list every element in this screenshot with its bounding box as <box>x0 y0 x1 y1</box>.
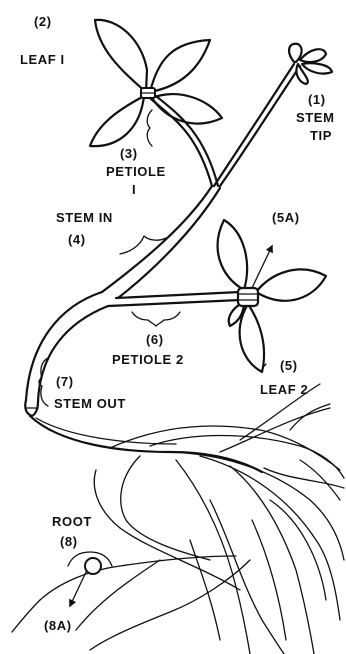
stem-out-label: STEM OUT <box>54 396 126 411</box>
petiole-2 <box>116 292 240 298</box>
stem-in <box>102 186 212 292</box>
petiole-2-brace <box>132 312 180 326</box>
stem-tip-label-line1: STEM <box>296 110 335 125</box>
arrow-8a-label: (8A) <box>44 618 72 633</box>
leaf-1-label: LEAF I <box>20 52 65 67</box>
arrow-5a-label: (5A) <box>272 210 300 225</box>
leaf-1-cluster <box>90 20 222 146</box>
stem-tip-bud <box>289 44 332 84</box>
stem-in-label: STEM IN <box>56 210 113 225</box>
stem-tip-label-line2: TIP <box>310 128 332 143</box>
leaf-2-number: (5) <box>280 358 298 373</box>
leaf-2-blade-top <box>218 220 247 290</box>
leaf-2-cluster <box>218 220 326 372</box>
leaf-1-number: (2) <box>34 14 52 29</box>
leaf-2-blade-right <box>256 269 326 300</box>
leaf-2-node <box>238 288 258 306</box>
petiole-1-number: (3) <box>120 146 138 161</box>
petiole-2-number: (6) <box>146 332 164 347</box>
leaf-1-blade-upper-right <box>150 40 210 92</box>
stem-out-number: (7) <box>56 374 74 389</box>
stem-in-number: (4) <box>68 232 86 247</box>
petiole-1-brace <box>147 110 152 146</box>
leaf-2-label: LEAF 2 <box>260 382 308 397</box>
petiole-1-label-line2: I <box>132 182 136 197</box>
root-label: ROOT <box>52 514 92 529</box>
primary-root <box>30 416 262 472</box>
leaf-1-blade-upper-left <box>95 20 147 92</box>
stem-tip-number: (1) <box>308 92 326 107</box>
stem-tip-stalk <box>214 64 294 186</box>
petiole-2-label: PETIOLE 2 <box>112 352 184 367</box>
root-sample-circle <box>85 558 101 574</box>
petiole-1-label-line1: PETIOLE <box>106 164 166 179</box>
root-number: (8) <box>60 534 78 549</box>
leaf-2-blade-bottom <box>240 304 264 372</box>
leaf-1-blade-lower-left <box>90 96 144 146</box>
